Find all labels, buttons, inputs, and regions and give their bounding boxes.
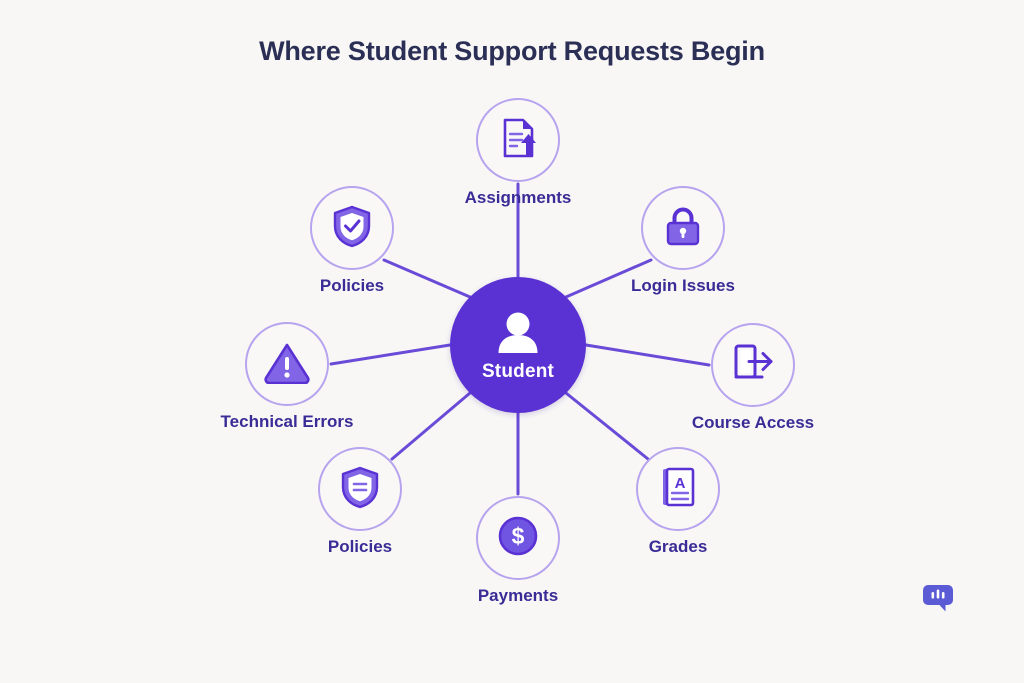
lock-icon bbox=[661, 203, 705, 254]
node-grades-circle[interactable]: A bbox=[636, 447, 720, 531]
node-login-issues-circle[interactable] bbox=[641, 186, 725, 270]
door-exit-icon bbox=[729, 341, 777, 390]
node-policies-bottom-label: Policies bbox=[327, 537, 393, 556]
dollar-coin-icon: $ bbox=[495, 513, 541, 564]
center-node-student[interactable]: Student bbox=[450, 277, 586, 413]
node-payments-label: Payments bbox=[477, 586, 559, 605]
node-grades-label: Grades bbox=[648, 537, 708, 556]
shield-lines-icon bbox=[339, 464, 381, 515]
svg-text:A: A bbox=[675, 475, 686, 492]
edge-technical-errors bbox=[329, 343, 452, 366]
node-payments-circle[interactable]: $ bbox=[476, 496, 560, 580]
node-course-access-label: Course Access bbox=[691, 413, 815, 432]
node-course-access-circle[interactable] bbox=[711, 323, 795, 407]
page-title: Where Student Support Requests Begin bbox=[259, 36, 765, 66]
node-technical-errors-circle[interactable] bbox=[245, 322, 329, 406]
node-policies-top-circle[interactable] bbox=[310, 186, 394, 270]
document-upload-icon bbox=[495, 115, 541, 166]
node-policies-top-label: Policies bbox=[319, 276, 385, 295]
node-assignments-circle[interactable] bbox=[476, 98, 560, 182]
node-login-issues-label: Login Issues bbox=[631, 276, 735, 295]
center-node-label: Student bbox=[481, 360, 555, 382]
person-icon bbox=[492, 312, 544, 359]
chat-bubble-bars-icon[interactable] bbox=[922, 583, 956, 615]
warning-triangle-icon bbox=[263, 340, 311, 389]
report-card-a-icon: A bbox=[657, 464, 699, 515]
svg-text:$: $ bbox=[512, 523, 525, 549]
node-technical-errors-label: Technical Errors bbox=[220, 412, 354, 431]
edge-course-access bbox=[584, 343, 711, 367]
node-assignments-label: Assignments bbox=[464, 188, 572, 207]
node-policies-bottom-circle[interactable] bbox=[318, 447, 402, 531]
shield-check-icon bbox=[331, 203, 373, 254]
